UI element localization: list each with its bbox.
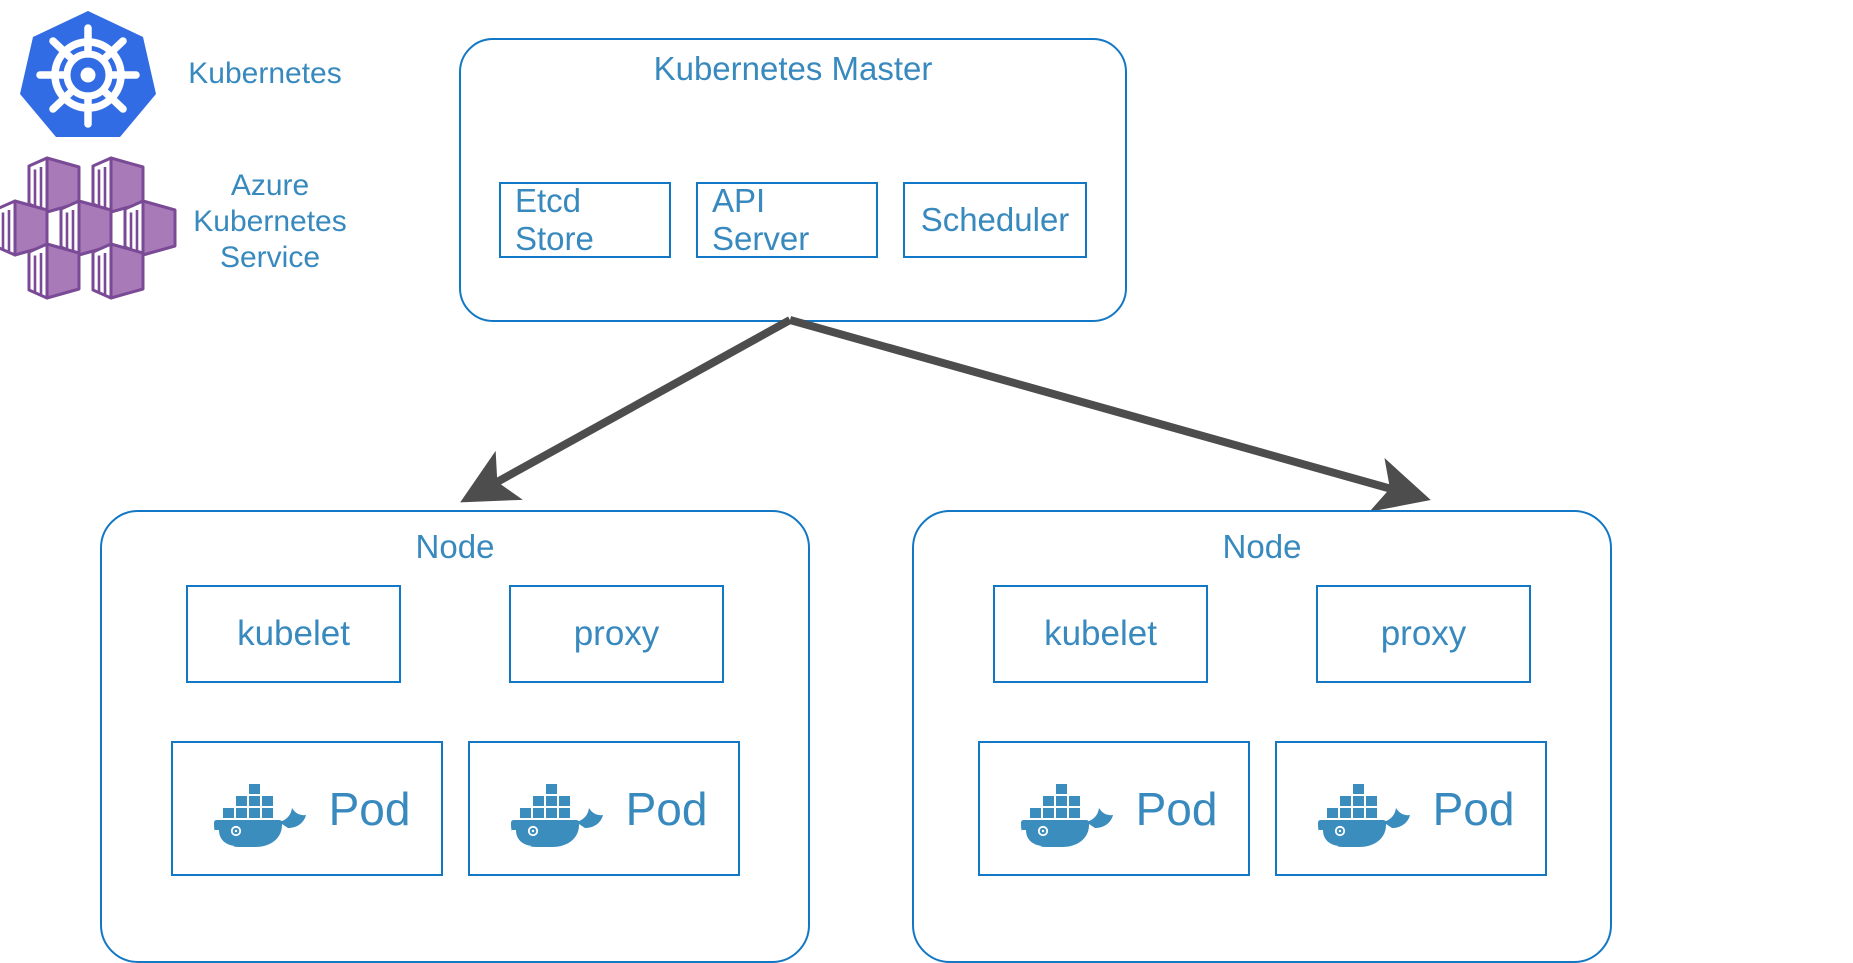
connector-master-to-node-1 — [460, 316, 792, 503]
master-components-row: Etcd Store API Server Scheduler — [459, 182, 1127, 258]
node-1-agent-kubelet[interactable]: kubelet — [186, 585, 401, 683]
node-title-1: Node — [415, 528, 495, 565]
kubernetes-logo-icon — [14, 8, 162, 140]
node-2-pod-2[interactable]: Pod — [1274, 741, 1547, 876]
kubernetes-master-title: Kubernetes Master — [653, 50, 933, 87]
node-1-agents-row: kubelet proxy — [100, 585, 810, 683]
node-box-2 — [912, 510, 1612, 963]
master-component-scheduler[interactable]: Scheduler — [903, 182, 1087, 258]
docker-whale-icon — [500, 770, 610, 848]
docker-whale-icon — [1010, 770, 1120, 848]
node-2-pod-2-label: Pod — [1432, 782, 1515, 835]
connector-master-to-node-2 — [788, 316, 1431, 512]
legend-label-kubernetes: Kubernetes — [188, 57, 342, 90]
master-component-api-server[interactable]: API Server — [696, 182, 878, 258]
node-title-2: Node — [1222, 528, 1302, 565]
node-2-pods-row: Pod — [912, 741, 1612, 876]
node-2-pod-1-label: Pod — [1135, 782, 1218, 835]
node-1-pod-2-label: Pod — [625, 782, 708, 835]
node-1-pod-1-label: Pod — [328, 782, 411, 835]
node-1-agent-proxy[interactable]: proxy — [509, 585, 724, 683]
node-1-pods-row: Pod — [100, 741, 810, 876]
node-1-pod-2[interactable]: Pod — [467, 741, 740, 876]
node-1-pod-1[interactable]: Pod — [170, 741, 443, 876]
node-2-pod-1[interactable]: Pod — [977, 741, 1250, 876]
legend-label-azure-kubernetes-service: Azure Kubernetes Service — [193, 169, 347, 274]
master-component-etcd-store[interactable]: Etcd Store — [499, 182, 671, 258]
node-2-agents-row: kubelet proxy — [912, 585, 1612, 683]
node-2-agent-kubelet[interactable]: kubelet — [993, 585, 1208, 683]
node-2-agent-proxy[interactable]: proxy — [1316, 585, 1531, 683]
kubernetes-master-box — [459, 38, 1127, 322]
docker-whale-icon — [203, 770, 313, 848]
node-box-1 — [100, 510, 810, 963]
azure-kubernetes-service-logo-icon — [0, 150, 178, 300]
docker-whale-icon — [1307, 770, 1417, 848]
